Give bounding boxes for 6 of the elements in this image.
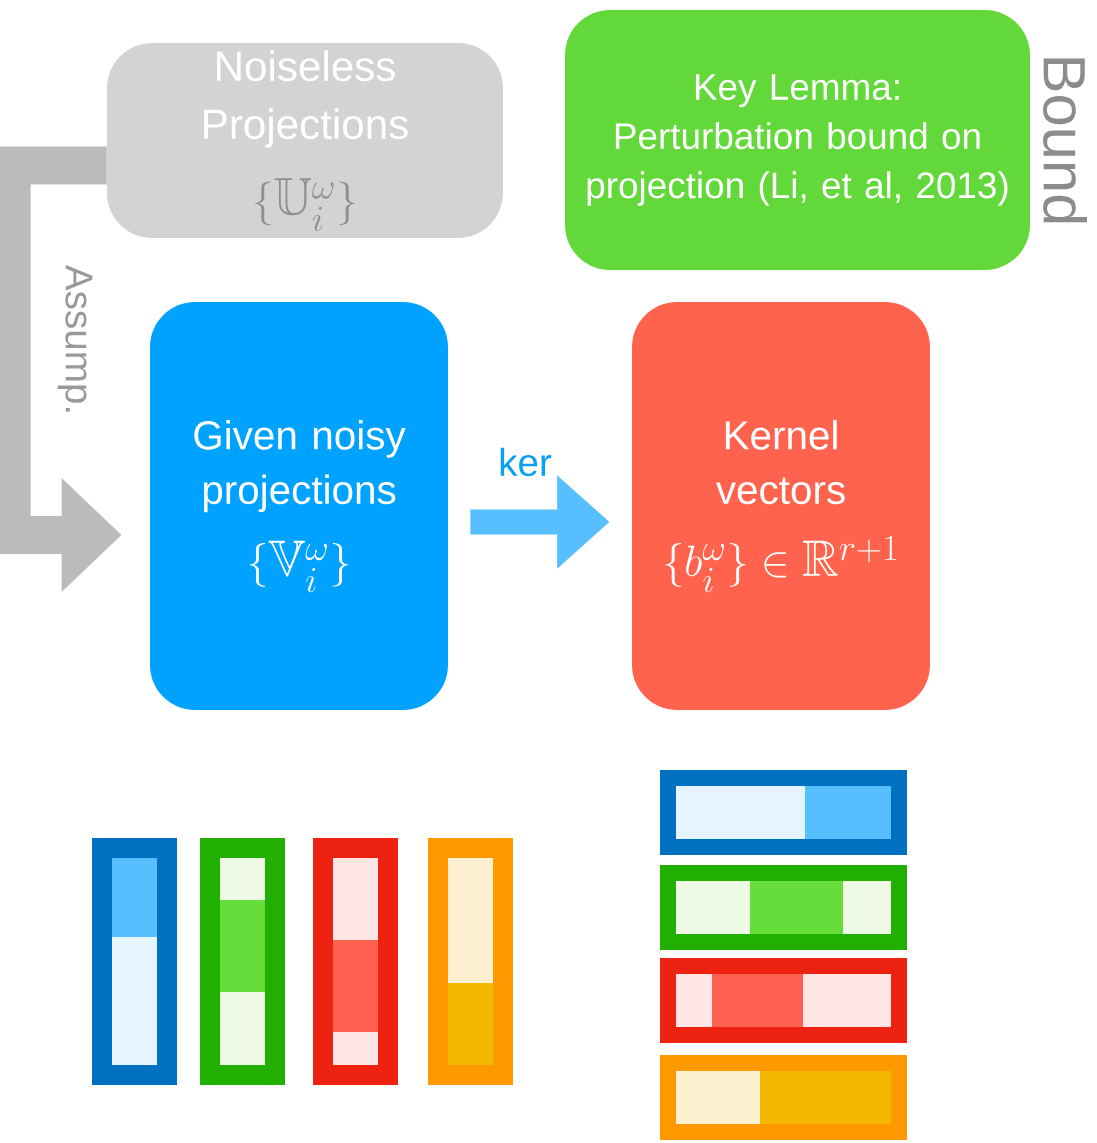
side-label: Bound — [1043, 58, 1087, 223]
process-box: Given noisy projections $\{\mathbb{V}_i^{\omega}\}$ — [150, 302, 448, 710]
edge-label: ker — [500, 447, 552, 477]
process-box: Key Lemma: Perturbation bound on projection (Li, et al, 2013) — [565, 10, 1030, 270]
process-box: Kernel vectors $\{b_i^{\omega}\} \in \mathbb{R}^{r+1}$ — [632, 302, 930, 710]
edge-label: Assump. — [57, 264, 93, 412]
